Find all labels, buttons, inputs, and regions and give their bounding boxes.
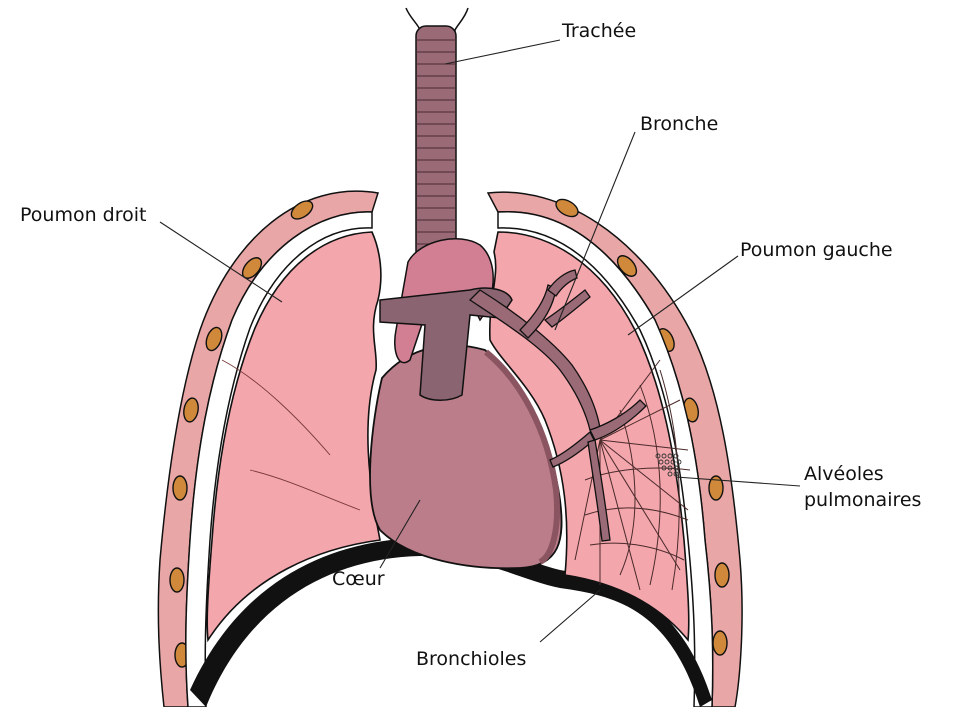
label-alveoli-line1: Alvéoles (804, 463, 884, 485)
labels: Trachée Bronche Poumon droit Poumon gauc… (20, 20, 921, 670)
leader-trachea (445, 40, 560, 64)
label-trachea: Trachée (561, 20, 636, 42)
label-left-lung: Poumon gauche (740, 239, 893, 261)
label-bronchus: Bronche (640, 113, 718, 135)
label-bronchioles: Bronchioles (416, 648, 526, 670)
leader-bronchioles (540, 590, 600, 642)
label-heart: Cœur (332, 568, 385, 590)
trachea (406, 8, 468, 262)
label-right-lung: Poumon droit (20, 204, 146, 226)
label-alveoli-line2: pulmonaires (804, 489, 921, 511)
